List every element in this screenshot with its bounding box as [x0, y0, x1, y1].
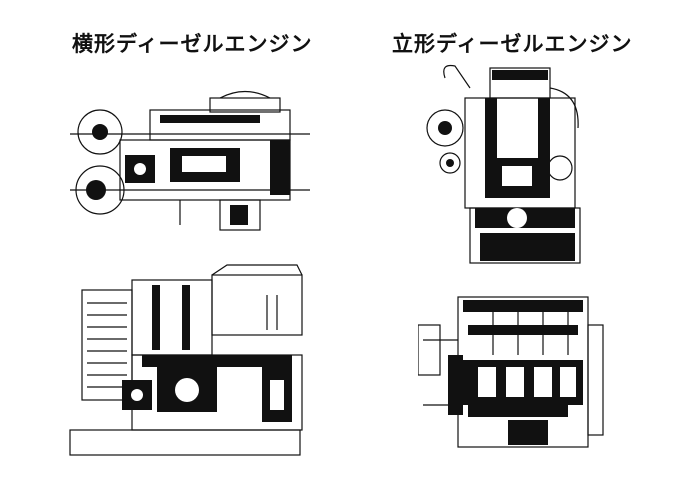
vertical-engine-front-section-illustration: [426, 64, 581, 264]
horizontal-engine-side-illustration: [69, 264, 303, 456]
horizontal-engine-heading: 横形ディーゼルエンジン: [72, 32, 313, 56]
vertical-engine-heading: 立形ディーゼルエンジン: [392, 32, 633, 56]
vertical-engine-side-section-illustration: [418, 296, 604, 448]
horizontal-engine-top-section-illustration: [70, 90, 310, 231]
